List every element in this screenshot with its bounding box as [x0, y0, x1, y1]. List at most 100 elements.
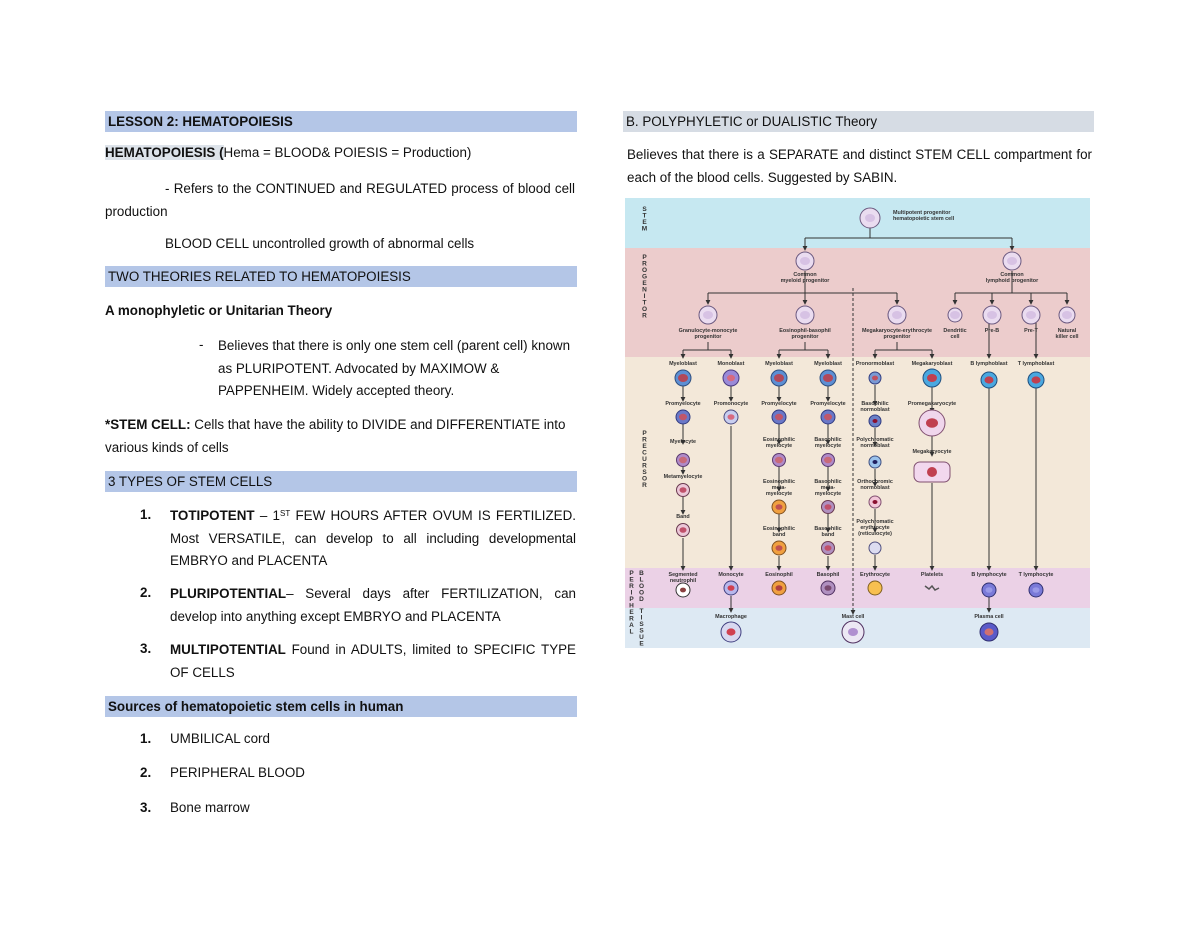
- precursor-cell-nucleus: [823, 374, 833, 382]
- blood-cell-paragraph: BLOOD CELL uncontrolled growth of abnorm…: [165, 236, 475, 251]
- cell-label-line: band: [822, 532, 835, 538]
- cell-label-line: Eosinophilic: [763, 526, 795, 532]
- band-precursor: [625, 357, 1090, 568]
- megakaryocyte-nucleus: [927, 467, 937, 477]
- progenitor-cell-nucleus: [1062, 311, 1072, 319]
- cell-label-line: Monoblast: [718, 361, 745, 367]
- list-text: MULTIPOTENTIAL Found in ADULTS, limited …: [170, 639, 576, 684]
- cell-label-line: Orthochromic: [857, 479, 893, 485]
- list-text: PERIPHERAL BLOOD: [170, 765, 305, 780]
- cell-label-line: meta-: [772, 485, 787, 491]
- cell-label-line: hematopoietic stem cell: [893, 216, 955, 222]
- cell-label-line: Eosinophilic: [763, 437, 795, 443]
- cell-label: T lymphoblast: [1018, 361, 1055, 367]
- precursor-cell-nucleus: [679, 487, 687, 493]
- list-item: 1. TOTIPOTENT – 1ST FEW HOURS AFTER OVUM…: [140, 505, 580, 577]
- cell-label: T lymphocyte: [1019, 572, 1054, 578]
- progenitor-cell-nucleus: [987, 311, 997, 319]
- cell-label-line: (reticulocyte): [858, 531, 892, 537]
- precursor-cell-nucleus: [872, 500, 878, 504]
- monophyletic-text: Believes that there is only one stem cel…: [218, 338, 571, 398]
- precursor-cell-nucleus: [774, 374, 784, 382]
- cell-label-line: killer cell: [1055, 334, 1079, 340]
- cell-label-line: Plasma cell: [974, 614, 1004, 620]
- cell-label: Monoblast: [718, 361, 745, 367]
- precursor-cell-nucleus: [775, 504, 783, 510]
- band-blood: [625, 568, 1090, 608]
- mature-cell-nucleus: [824, 585, 832, 591]
- cell-label-line: Basophilic: [814, 437, 841, 443]
- mature-cell-nucleus: [775, 585, 783, 591]
- cell-label-line: Basophilic: [861, 401, 888, 407]
- list-item: 3.Bone marrow: [140, 800, 250, 815]
- cell-label: Megakaryocyte: [913, 449, 952, 455]
- precursor-cell-nucleus: [824, 413, 832, 421]
- cell-label-line: Granulocyte-monocyte: [679, 328, 738, 334]
- band-label-peripheral: PERIPHERAL: [628, 570, 635, 635]
- precursor-cell-nucleus: [679, 527, 687, 533]
- cell-label-line: neutrophil: [670, 578, 697, 584]
- cell-label-line: Basophilic: [814, 479, 841, 485]
- list-number: 2.: [140, 585, 152, 600]
- cell-label-line: Promyelocyte: [761, 401, 796, 407]
- cell-label: Myeloblast: [814, 361, 842, 367]
- type-sep: – 1: [254, 508, 280, 523]
- polyphyletic-text: Believes that there is a SEPARATE and di…: [627, 147, 1092, 185]
- cell-label: Platelets: [921, 572, 943, 578]
- monophyletic-title: A monophyletic or Unitarian Theory: [105, 303, 333, 318]
- cell-label-line: Promonocyte: [714, 401, 748, 407]
- cell-label: Monocyte: [718, 572, 743, 578]
- list-text: PLURIPOTENTIAL– Several days after FERTI…: [170, 583, 576, 628]
- type-term: PLURIPOTENTIAL: [170, 586, 287, 601]
- cell-label-line: progenitor: [884, 334, 912, 340]
- cell-label-line: Myeloblast: [765, 361, 793, 367]
- bullet-dash: -: [199, 337, 204, 352]
- lesson-header: LESSON 2: HEMATOPOIESIS: [105, 111, 577, 132]
- progenitor-cell-nucleus: [1007, 257, 1017, 265]
- band-stem: [625, 198, 1090, 248]
- cell-label: Myeloblast: [669, 361, 697, 367]
- sources-header: Sources of hematopoietic stem cells in h…: [105, 696, 577, 717]
- cell-label: Band: [676, 514, 689, 520]
- types-header: 3 TYPES OF STEM CELLS: [105, 471, 577, 492]
- precursor-cell-nucleus: [679, 456, 687, 464]
- band-label-progenitor: PROGENITOR: [641, 254, 648, 319]
- band-label-tissue: TISSUE: [638, 608, 645, 647]
- progenitor-cell-nucleus: [950, 311, 960, 319]
- cell-label-line: Pronormoblast: [856, 361, 895, 367]
- type-text: – Several days after FERTILIZATION, can …: [170, 586, 576, 624]
- cell-label: Eosinophil: [765, 572, 793, 578]
- cell-label: B lymphocyte: [971, 572, 1006, 578]
- precursor-cell-nucleus: [775, 456, 783, 464]
- list-text: UMBILICAL cord: [170, 731, 270, 746]
- cell-label-line: Pre-T: [1024, 328, 1038, 334]
- precursor-cell-nucleus: [727, 374, 735, 382]
- cell-label-line: lymphoid progenitor: [986, 278, 1039, 284]
- cell-label-line: progenitor: [792, 334, 820, 340]
- cell-label: Pronormoblast: [856, 361, 895, 367]
- cell-label: Erythrocyte: [860, 572, 890, 578]
- cell-label: Metamyelocyte: [664, 474, 703, 480]
- progenitor-cell-nucleus: [800, 257, 810, 265]
- cell-label-line: Promyelocyte: [810, 401, 845, 407]
- refers-paragraph: - Refers to the CONTINUED and REGULATED …: [105, 181, 575, 219]
- cell-label: Promyelocyte: [761, 401, 796, 407]
- list-number: 3.: [140, 641, 152, 656]
- cell-label-line: Monocyte: [718, 572, 743, 578]
- cell-label: Myelocyte: [670, 439, 696, 445]
- list-number: 3.: [140, 800, 152, 815]
- cell-label-line: Macrophage: [715, 614, 747, 620]
- cell-label: Pre-T: [1024, 328, 1038, 334]
- type-term: MULTIPOTENTIAL: [170, 642, 286, 657]
- cell-label-line: myelocyte: [766, 491, 792, 497]
- type-text: FEW HOURS AFTER OVUM IS FERTILIZED. Most…: [170, 508, 576, 568]
- cell-label-line: Megakaryocyte-erythrocyte: [862, 328, 932, 334]
